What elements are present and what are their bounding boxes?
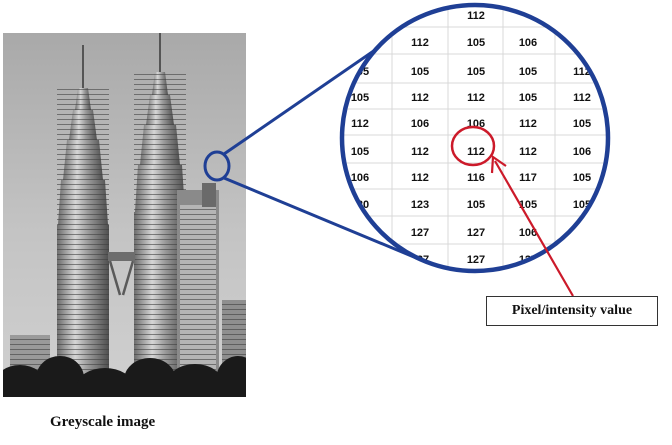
pixel-value-cell: 105	[411, 66, 429, 78]
source-circle	[203, 150, 231, 182]
pixel-value-cell: 106	[519, 37, 537, 49]
pointer-arrow	[490, 154, 574, 297]
pixel-value-cell: 123	[411, 199, 429, 211]
skybridge	[108, 252, 135, 296]
highlight-circle	[450, 125, 496, 167]
greyscale-photo	[3, 33, 246, 397]
pixel-value-cell: 112	[573, 92, 591, 104]
image-caption: Greyscale image	[50, 414, 156, 430]
pixel-value-cell: 127	[411, 227, 429, 239]
pixel-value-cell: 112	[519, 118, 537, 130]
pixel-value-cell: 112	[411, 92, 429, 104]
pixel-value-label: Pixel/intensity value	[486, 296, 658, 326]
pixel-value-cell: 112	[351, 118, 369, 130]
pixel-value-cell: 105	[467, 37, 485, 49]
pixel-value-cell: 106	[351, 172, 369, 184]
pixel-value-cell: 112	[411, 146, 429, 158]
pixel-value-cell: 112	[519, 146, 537, 158]
pixel-value-cell: 106	[519, 227, 537, 239]
pixel-value-cell: 112	[467, 10, 485, 22]
pixel-value-cell: 106	[573, 146, 591, 158]
pixel-value-cell: 112	[467, 92, 485, 104]
magnifier-lens: 112 112 105 106 105 105 105 105 112 105 112 112 105 1…	[339, 2, 611, 274]
pixel-value-cell: 105	[573, 172, 591, 184]
tree-line	[3, 356, 246, 397]
pixel-value-cell: 105	[351, 146, 369, 158]
pixel-value-cell: 105	[519, 66, 537, 78]
pixel-value-cell: 112	[467, 146, 485, 158]
left-tower	[57, 45, 109, 397]
pixel-value-cell: 105	[467, 199, 485, 211]
pixel-value-cell: 105	[573, 118, 591, 130]
pixel-value-cell: 106	[411, 118, 429, 130]
pixel-value-cell: 127	[467, 227, 485, 239]
pixel-value-cell: 112	[411, 37, 429, 49]
pixel-value-cell: 127	[467, 254, 485, 266]
pixel-value-cell: 105	[519, 92, 537, 104]
pixel-value-cell: 105	[467, 66, 485, 78]
pixel-value-cell: 112	[411, 172, 429, 184]
pixel-value-cell: 105	[351, 92, 369, 104]
pixel-value-cell: 116	[467, 172, 485, 184]
pixel-value-cell: 117	[519, 172, 537, 184]
